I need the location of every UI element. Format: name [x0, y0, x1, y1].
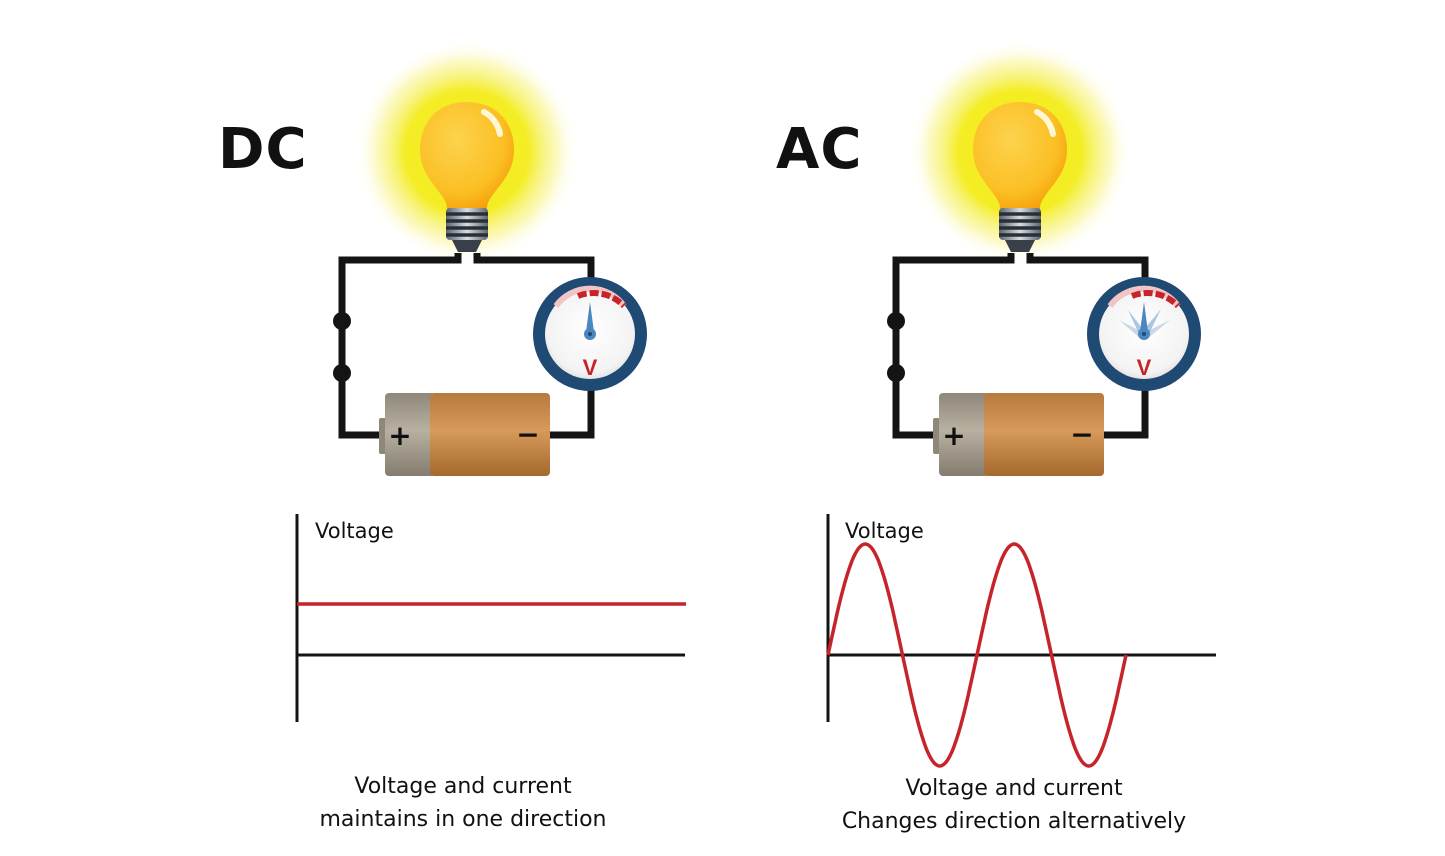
ac-caption-line2: Changes direction alternatively — [841, 809, 1187, 834]
dc-caption: Voltage and current maintains in one dir… — [233, 770, 693, 836]
ac-battery-plus: + — [942, 419, 965, 452]
ac-caption-line1: Voltage and current — [905, 776, 1123, 801]
ac-light-bulb-icon — [973, 102, 1067, 252]
dc-caption-line2: maintains in one direction — [319, 807, 607, 832]
ac-wires — [892, 253, 1149, 439]
dc-junction-dot — [333, 312, 351, 330]
ac-junction-dot — [887, 312, 905, 330]
dc-graph-axis-label: Voltage — [315, 519, 394, 543]
dc-wires — [338, 253, 595, 439]
dc-meter-unit: V — [583, 355, 598, 380]
dc-battery-icon — [379, 393, 550, 476]
ac-title: AC — [776, 117, 863, 182]
dc-junction-dot — [333, 364, 351, 382]
dc-battery-minus: − — [516, 418, 539, 451]
dc-battery-plus: + — [388, 419, 411, 452]
dc-light-bulb-icon — [420, 102, 514, 252]
ac-graph-axis-label: Voltage — [845, 519, 924, 543]
ac-meter-unit: V — [1137, 355, 1152, 380]
ac-caption: Voltage and current Changes direction al… — [784, 772, 1244, 838]
ac-junction-dot — [887, 364, 905, 382]
ac-battery-minus: − — [1070, 418, 1093, 451]
ac-voltmeter-icon — [1087, 277, 1201, 391]
ac-voltage-wave — [826, 542, 1128, 768]
dc-caption-line1: Voltage and current — [354, 774, 572, 799]
dc-circuit: V + − — [333, 40, 647, 476]
dc-voltmeter-icon — [533, 277, 647, 391]
ac-voltage-graph — [826, 514, 1216, 768]
ac-battery-icon — [933, 393, 1104, 476]
dc-title: DC — [218, 117, 308, 182]
ac-circuit: V + − — [887, 40, 1201, 476]
dc-voltage-graph — [295, 514, 686, 722]
